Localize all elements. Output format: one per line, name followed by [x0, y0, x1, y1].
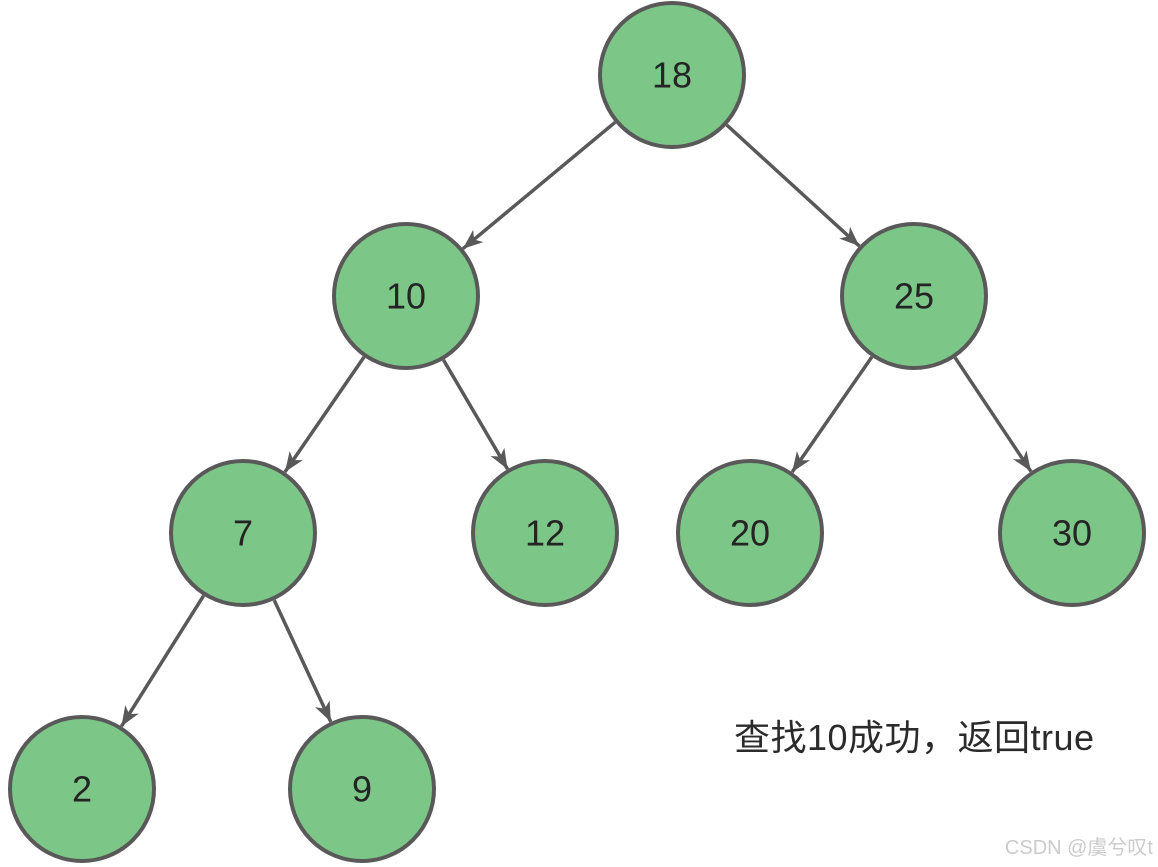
node-circle-18	[598, 1, 746, 149]
tree-edge-10-12	[441, 358, 510, 471]
tree-node-12: 12	[471, 459, 619, 607]
node-circle-2	[8, 715, 156, 863]
node-label-2: 2	[72, 769, 92, 810]
node-label-10: 10	[386, 276, 426, 317]
tree-node-25: 25	[840, 222, 988, 370]
tree-edge-10-7	[283, 355, 366, 474]
node-circle-20	[676, 459, 824, 607]
tree-edge-7-9	[272, 599, 333, 723]
search-result-caption: 查找10成功，返回true	[734, 717, 1095, 758]
node-circle-30	[998, 459, 1146, 607]
node-label-30: 30	[1052, 513, 1092, 554]
node-circle-10	[332, 222, 480, 370]
node-label-12: 12	[525, 513, 565, 554]
tree-edge-18-25	[725, 123, 861, 248]
tree-node-7: 7	[169, 459, 317, 607]
tree-node-2: 2	[8, 715, 156, 863]
node-circle-7	[169, 459, 317, 607]
tree-edge-25-30	[953, 356, 1033, 473]
tree-node-10: 10	[332, 222, 480, 370]
tree-edge-25-20	[790, 355, 874, 474]
tree-node-18: 18	[598, 1, 746, 149]
csdn-watermark: CSDN @虞兮叹t	[1004, 837, 1153, 859]
tree-node-20: 20	[676, 459, 824, 607]
node-circle-12	[471, 459, 619, 607]
node-label-7: 7	[233, 513, 253, 554]
node-circle-25	[840, 222, 988, 370]
tree-nodes: 18 10 25 7 12 20 30 2 9	[8, 1, 1146, 863]
node-label-25: 25	[894, 276, 934, 317]
node-label-18: 18	[652, 55, 692, 96]
tree-node-30: 30	[998, 459, 1146, 607]
tree-node-9: 9	[288, 715, 436, 863]
tree-edge-18-10	[461, 120, 617, 251]
node-label-9: 9	[352, 769, 372, 810]
node-circle-9	[288, 715, 436, 863]
node-label-20: 20	[730, 513, 770, 554]
tree-edges	[119, 120, 1033, 728]
tree-edge-7-2	[119, 594, 206, 728]
